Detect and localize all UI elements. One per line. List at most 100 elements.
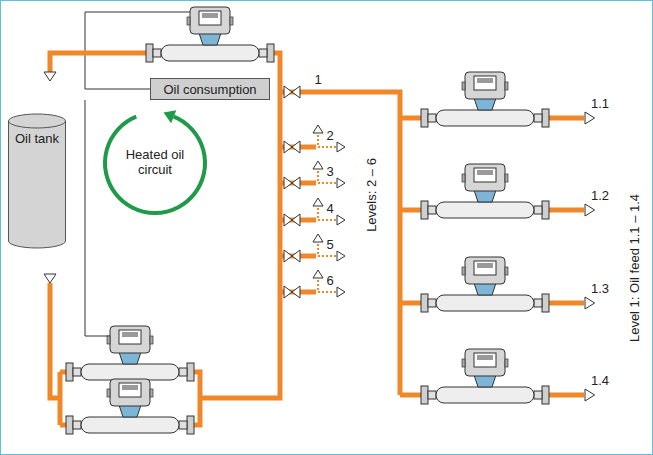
meter-neck	[199, 33, 221, 45]
valve-symbol	[284, 214, 300, 226]
callout-number: 6	[326, 274, 333, 289]
vent-symbol	[313, 125, 323, 133]
connector-neck	[428, 206, 436, 214]
circulation-arrow	[105, 117, 205, 213]
display	[474, 353, 496, 367]
connector-neck	[73, 368, 81, 376]
transmitter-housing	[110, 326, 150, 353]
meter-neck	[474, 283, 496, 295]
flange	[187, 416, 194, 434]
flange	[66, 363, 73, 381]
display-line	[202, 13, 218, 18]
callout-number: 1.1	[591, 97, 609, 112]
meter-neck	[474, 98, 496, 110]
connector-neck	[179, 421, 187, 429]
connector-neck	[534, 391, 542, 399]
cable-gland	[462, 267, 465, 275]
flowmeter	[146, 7, 274, 62]
dotted-outlet	[317, 278, 319, 290]
connector-neck	[534, 299, 542, 307]
display	[199, 11, 221, 25]
oil-pipe	[400, 208, 421, 213]
transmitter-housing	[465, 257, 505, 284]
level-label: Level 1: Oil feed 1.1 – 1.4	[628, 194, 643, 342]
callout-number: 1.2	[591, 189, 609, 204]
oil-pipe	[400, 393, 421, 398]
valve-symbol	[284, 141, 300, 153]
transmitter-housing	[110, 379, 150, 406]
dotted-outlet	[318, 182, 336, 184]
node-text: Oil consumption	[163, 82, 256, 97]
oil-pipe	[200, 53, 280, 398]
consumption-box: Oil consumption	[150, 78, 270, 100]
oil-tank: Oil tank	[8, 113, 66, 249]
display	[119, 330, 141, 344]
cable-gland	[107, 389, 110, 397]
flange	[267, 44, 274, 62]
valve-symbol	[284, 177, 300, 189]
connector-neck	[428, 114, 436, 122]
transmitter-housing	[465, 164, 505, 191]
dotted-outlet	[317, 169, 319, 181]
display	[474, 76, 496, 90]
cable-gland	[462, 82, 465, 90]
open-end-symbol	[44, 72, 56, 81]
tank-body	[9, 114, 66, 248]
dotted-outlet	[318, 255, 336, 257]
flange	[187, 363, 194, 381]
flange	[421, 294, 428, 312]
flange	[542, 201, 549, 219]
display-line	[477, 78, 493, 83]
flange	[421, 109, 428, 127]
display-line	[122, 385, 138, 390]
callout-number: 1	[314, 73, 321, 88]
oil-pipe	[280, 92, 400, 395]
transmitter-housing	[465, 349, 505, 376]
flange	[146, 44, 153, 62]
outlet-arrow	[337, 215, 345, 225]
circuit-label: Heated oil circuit	[114, 148, 196, 178]
valve-symbol	[284, 286, 300, 298]
valve-symbol	[284, 250, 300, 262]
display	[474, 261, 496, 275]
display-line	[122, 332, 138, 337]
flowmeter	[421, 257, 549, 312]
vent-symbol	[313, 270, 323, 278]
callout-number: 2	[326, 129, 333, 144]
node-text: Oil tank	[15, 131, 59, 146]
display-line	[477, 355, 493, 360]
cable-gland	[505, 174, 508, 182]
display-line	[477, 263, 493, 268]
connector-neck	[428, 299, 436, 307]
sensor-body	[81, 364, 179, 380]
connector-neck	[534, 206, 542, 214]
oil-pipe	[549, 116, 584, 121]
cable-gland	[187, 17, 190, 25]
oil-pipe	[549, 393, 584, 398]
oil-pipe	[58, 372, 63, 425]
outlet-arrow	[585, 112, 595, 124]
cable-gland	[505, 267, 508, 275]
outlet-arrow	[585, 204, 595, 216]
flange	[421, 201, 428, 219]
flowmeter	[66, 379, 194, 434]
callout-number: 3	[326, 165, 333, 180]
sensor-body	[436, 202, 534, 218]
oil-pipe	[60, 423, 66, 428]
callout-number: 1.4	[591, 374, 609, 389]
signal-line	[85, 100, 130, 336]
flowmeter	[421, 164, 549, 219]
flowmeter	[421, 349, 549, 404]
flange	[542, 294, 549, 312]
sensor-body	[81, 417, 179, 433]
outlet-arrow	[337, 178, 345, 188]
oil-pipe	[400, 301, 421, 306]
oil-pipe	[194, 372, 200, 425]
dotted-outlet	[317, 206, 319, 218]
transmitter-housing	[465, 72, 505, 99]
cable-gland	[150, 389, 153, 397]
meter-neck	[474, 190, 496, 202]
transmitter-housing	[190, 7, 230, 34]
